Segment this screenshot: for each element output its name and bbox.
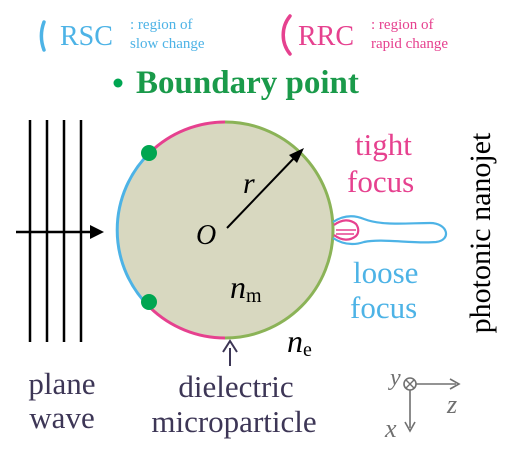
plane-wave xyxy=(16,120,104,342)
rrc-legend-desc-1: : region of xyxy=(371,17,433,33)
dielectric-label-2: microparticle xyxy=(151,404,316,439)
rrc-arc-top xyxy=(149,120,226,154)
refractive-index-outside: ne xyxy=(287,323,312,361)
sphere-body xyxy=(117,122,333,338)
z-axis-label: z xyxy=(446,390,457,419)
nanojet xyxy=(332,215,447,246)
boundary-point-bottom xyxy=(141,294,157,310)
legend: RSC : region of slow change RRC : region… xyxy=(39,14,448,101)
rrc-arc-bottom xyxy=(149,306,226,340)
boundary-legend-label: Boundary point xyxy=(136,65,359,101)
radius-label: r xyxy=(243,167,255,200)
coordinate-axes: y z x xyxy=(384,365,461,443)
rsc-legend-abbr: RSC xyxy=(60,21,113,52)
rsc-legend-arc-icon xyxy=(39,20,46,52)
loose-focus-label-1: loose xyxy=(353,255,418,290)
tight-focus-label-1: tight xyxy=(355,127,412,162)
refractive-index-inside: nm xyxy=(230,269,262,307)
z-axis-arrow-icon xyxy=(449,378,461,390)
boundary-point-top xyxy=(141,145,157,161)
rrc-legend-desc-2: rapid change xyxy=(371,36,448,52)
particle-pointer-head-icon xyxy=(222,339,238,353)
rsc-legend-desc-1: : region of xyxy=(130,17,192,33)
y-axis-cross-b xyxy=(405,379,415,389)
tight-focus-core xyxy=(333,219,360,241)
nanojet-beam xyxy=(332,215,447,246)
radius-arrowhead-icon xyxy=(289,148,304,163)
x-axis-label: x xyxy=(384,414,397,443)
plane-wave-label-2: wave xyxy=(29,400,94,435)
nanojet-label: photonic nanojet xyxy=(464,132,497,333)
propagation-arrowhead-icon xyxy=(90,225,104,239)
radius-arrow xyxy=(226,155,297,229)
rsc-arc xyxy=(115,151,152,309)
exit-arc xyxy=(224,120,335,340)
boundary-legend-dot-icon xyxy=(113,78,123,88)
tight-focus-label-2: focus xyxy=(347,164,414,199)
rsc-legend-desc-2: slow change xyxy=(130,36,205,52)
microparticle: r O nm xyxy=(115,120,335,340)
origin-label: O xyxy=(196,220,216,251)
rrc-legend-abbr: RRC xyxy=(298,21,354,52)
x-axis-arrow-icon xyxy=(404,421,416,433)
dielectric-label-1: dielectric xyxy=(178,369,293,404)
rrc-legend-arc-icon xyxy=(281,14,292,56)
y-axis-label: y xyxy=(388,365,401,391)
loose-focus-label-2: focus xyxy=(350,290,417,325)
plane-wave-label-1: plane xyxy=(28,366,95,401)
